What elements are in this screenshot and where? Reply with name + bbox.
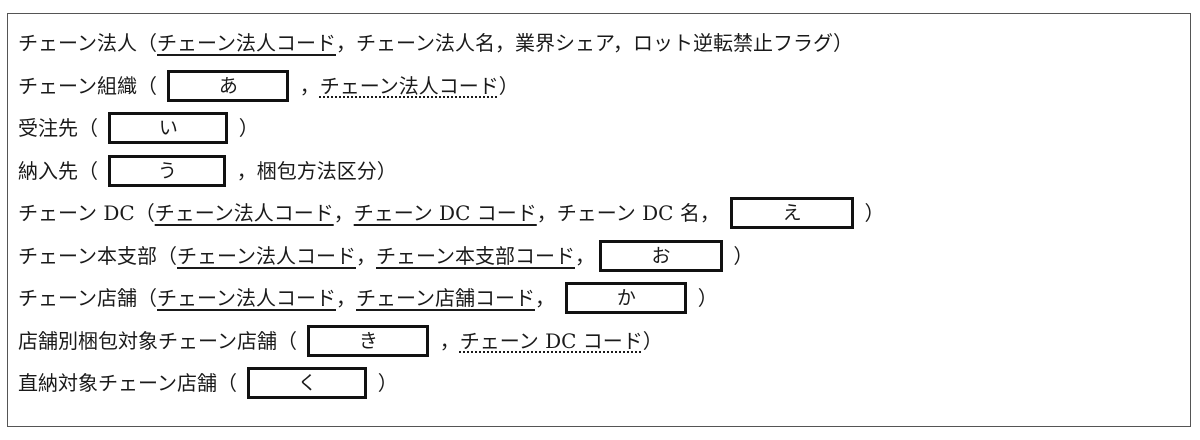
primary-key-attribute: チェーン店舗コード xyxy=(356,286,535,310)
schema-text: ， xyxy=(333,201,354,225)
schema-text: ，チェーン法人名，業界シェア，ロット逆転禁止フラグ） xyxy=(336,31,853,55)
schema-text: ， xyxy=(336,286,356,310)
schema-text: チェーン組織（ xyxy=(18,73,164,98)
blank-box: か xyxy=(565,282,688,314)
relation-chain-corporation: チェーン法人（チェーン法人コード，チェーン法人名，業界シェア，ロット逆転禁止フラ… xyxy=(18,26,853,60)
schema-text: チェーン DC（ xyxy=(18,201,155,225)
schema-text: ， xyxy=(535,286,562,310)
primary-key-attribute: チェーン法人コード xyxy=(177,243,356,268)
relation-delivery-destination: 納入先（ う ，梱包方法区分） xyxy=(18,154,397,188)
schema-text: ） xyxy=(498,73,519,98)
foreign-key-attribute: チェーン DC コード xyxy=(459,328,643,353)
relation-order-recipient: 受注先（ い ） xyxy=(18,111,259,145)
schema-text: ，チェーン DC 名， xyxy=(536,201,727,225)
schema-text: ） xyxy=(371,371,398,395)
foreign-key-attribute: チェーン法人コード xyxy=(319,73,499,98)
primary-key-attribute: チェーン法人コード xyxy=(154,201,334,225)
schema-text: 直納対象チェーン店舗（ xyxy=(18,371,244,395)
blank-box: え xyxy=(730,197,855,229)
schema-text: ） xyxy=(642,328,663,353)
relation-direct-delivery-store: 直納対象チェーン店舗（ く ） xyxy=(18,366,398,400)
schema-text: ） xyxy=(691,286,718,310)
relation-chain-headquarters: チェーン本支部（チェーン法人コード，チェーン本支部コード，お ） xyxy=(18,239,753,273)
primary-key-attribute: チェーン法人コード xyxy=(157,286,336,310)
schema-text: ， xyxy=(293,73,320,98)
blank-box: く xyxy=(247,367,368,399)
blank-box: い xyxy=(108,112,229,144)
relation-store-packing-target: 店舗別梱包対象チェーン店舗（ き ，チェーン DC コード） xyxy=(18,324,663,358)
schema-text: ， xyxy=(575,243,595,268)
relation-chain-dc: チェーン DC（チェーン法人コード，チェーン DC コード，チェーン DC 名，… xyxy=(18,196,885,230)
schema-text: ， xyxy=(356,243,376,268)
schema-text: 受注先（ xyxy=(18,116,105,140)
blank-box: あ xyxy=(167,69,290,102)
schema-text: ， xyxy=(433,328,460,353)
schema-text: ） xyxy=(232,116,259,140)
relation-chain-store: チェーン店舗（チェーン法人コード，チェーン店舗コード， か ） xyxy=(18,281,718,315)
relation-chain-organization: チェーン組織（ あ ，チェーン法人コード） xyxy=(18,69,519,103)
schema-text: ） xyxy=(727,243,754,268)
schema-text: ，梱包方法区分） xyxy=(230,158,397,183)
primary-key-attribute: チェーン本支部コード xyxy=(376,243,575,268)
schema-text: チェーン法人（ xyxy=(18,31,157,55)
schema-frame xyxy=(7,13,1191,427)
primary-key-attribute: チェーン DC コード xyxy=(353,201,537,225)
schema-text: ） xyxy=(858,201,885,225)
primary-key-attribute: チェーン法人コード xyxy=(157,31,336,55)
schema-text: チェーン店舗（ xyxy=(18,286,157,310)
schema-text: 納入先（ xyxy=(18,158,105,183)
blank-box: う xyxy=(108,154,227,187)
schema-text: チェーン本支部（ xyxy=(18,243,177,268)
blank-box: き xyxy=(307,324,430,357)
blank-box: お xyxy=(599,239,723,272)
schema-text: 店舗別梱包対象チェーン店舗（ xyxy=(18,328,304,353)
